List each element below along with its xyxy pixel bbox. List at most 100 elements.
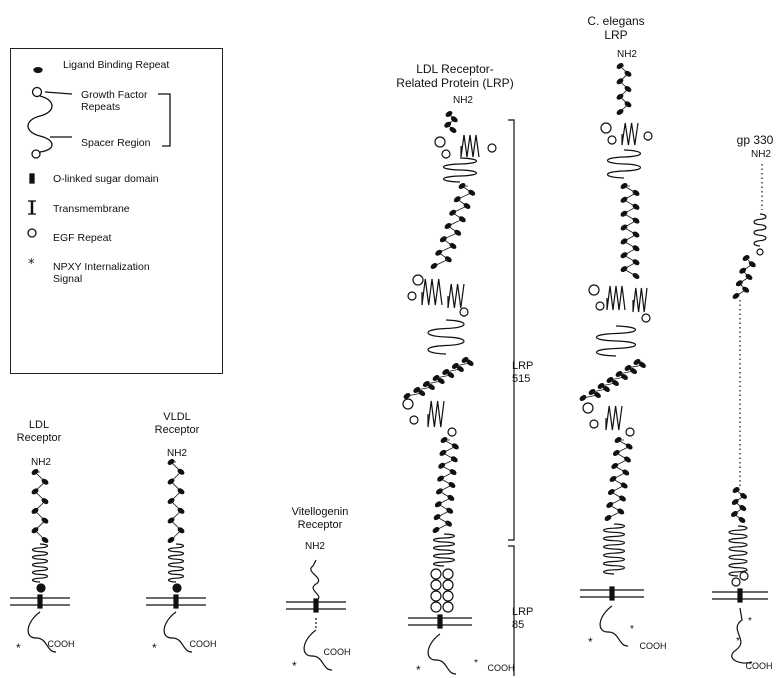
celegans-backbone xyxy=(582,361,644,399)
celegans-egf-repeat xyxy=(607,135,617,145)
legend-npxy-label: NPXY Internalization Signal xyxy=(53,261,150,285)
celegans-growth-repeat xyxy=(606,149,642,179)
gp330-backbone xyxy=(733,489,745,521)
lrp-egf-cluster xyxy=(421,278,443,306)
lrp-egf-repeat xyxy=(412,274,424,286)
celegans-nh2-label: NH2 xyxy=(616,49,637,60)
celegans-egf-repeat xyxy=(582,402,594,414)
lrp-transmembrane xyxy=(437,614,443,629)
vldl-npxy-signal: * xyxy=(152,641,157,655)
celegans-egf-cluster xyxy=(606,285,626,311)
gp330-egf-repeat xyxy=(731,577,741,587)
celegans-egf-repeat xyxy=(600,122,612,134)
gp330-cytoplasmic-tail xyxy=(731,607,753,664)
vldl-cytoplasmic-tail xyxy=(163,611,193,653)
vldl-cooh-label: COOH xyxy=(189,639,217,649)
lrp-npxy-signal: * xyxy=(416,663,421,677)
legend-egf-icon xyxy=(27,228,37,238)
gp330-npxy-signal: * xyxy=(736,636,740,647)
legend-growth-label: Growth Factor Repeats xyxy=(81,89,148,113)
celegans-npxy-signal: * xyxy=(630,624,634,635)
celegans-egf-repeat xyxy=(588,284,600,296)
gp330-npxy-signal: * xyxy=(748,616,752,627)
gp330-transmembrane xyxy=(737,588,743,603)
celegans-cooh-label: COOH xyxy=(639,641,667,651)
celegans-egf-repeat xyxy=(641,313,651,323)
lrp-egf-repeat xyxy=(459,307,469,317)
ldl-transmembrane xyxy=(37,594,43,609)
vitellogenin-transmembrane xyxy=(313,598,319,613)
lrp-backbone xyxy=(433,185,473,267)
lrp-backbone xyxy=(435,439,457,531)
lrp-growth-repeat xyxy=(432,533,456,567)
lrp-egf-cluster xyxy=(427,400,445,428)
ldl-cytoplasmic-tail xyxy=(27,611,57,653)
legend-npxy-icon: * xyxy=(28,257,35,272)
lrp-egf-repeat xyxy=(430,590,442,602)
ldl-nh2-label: NH2 xyxy=(30,457,51,468)
vitellogenin-npxy-signal: * xyxy=(292,659,297,673)
vldl-backbone xyxy=(170,461,182,541)
lrp-egf-repeat xyxy=(402,398,414,410)
ldl-backbone xyxy=(34,471,46,541)
legend-egf-label: EGF Repeat xyxy=(53,232,112,244)
lrp-egf-repeat xyxy=(442,579,454,591)
lrp-egf-repeat xyxy=(442,590,454,602)
lrp-egf-repeat xyxy=(430,579,442,591)
celegans-egf-repeat xyxy=(643,131,653,141)
lrp-egf-repeat xyxy=(442,568,454,580)
legend-olinked-icon xyxy=(29,173,35,184)
ldl-olinked-domain xyxy=(36,583,46,593)
legend-box: Ligand Binding Repeat Growth Factor Repe… xyxy=(10,48,223,374)
celegans-npxy-signal: * xyxy=(588,635,593,649)
vitellogenin-cytoplasmic-tail xyxy=(303,629,333,671)
gp330-growth-repeat xyxy=(728,525,748,577)
lrp-egf-repeat xyxy=(434,136,446,148)
vitellogenin-receptor-title: Vitellogenin Receptor xyxy=(291,506,349,531)
lrp-egf-repeat xyxy=(441,149,451,159)
lrp515-bracket xyxy=(508,119,515,541)
ldl-npxy-signal: * xyxy=(16,641,21,655)
ldl-receptor-title: LDL Receptor xyxy=(16,419,62,444)
lrp-ligand-repeat xyxy=(432,526,440,534)
legend-transmembrane-icon xyxy=(28,200,36,215)
lrp-backbone xyxy=(406,359,472,397)
vitellogenin-cooh-label: COOH xyxy=(323,647,351,657)
vldl-transmembrane xyxy=(173,594,179,609)
celegans-egf-repeat xyxy=(625,427,635,437)
ldl-growth-repeat xyxy=(31,543,49,583)
lrp-egf-repeat xyxy=(409,415,419,425)
gp330-title: gp 330 xyxy=(736,133,774,147)
lrp-title: LDL Receptor- Related Protein (LRP) xyxy=(396,62,514,90)
gp330-cooh-label: COOH xyxy=(745,661,773,671)
vldl-growth-repeat xyxy=(167,543,185,583)
celegans-backbone xyxy=(622,185,637,277)
lrp85-label: LRP 85 xyxy=(512,606,534,631)
vldl-olinked-domain xyxy=(172,583,182,593)
gp330-egf-repeat xyxy=(739,571,749,581)
lrp-egf-repeat xyxy=(430,601,442,613)
celegans-lrp-title: C. elegans LRP xyxy=(587,14,645,42)
celegans-backbone xyxy=(619,65,629,113)
lrp-npxy-signal: * xyxy=(474,658,478,669)
celegans-egf-repeat xyxy=(595,301,605,311)
gp330-growth-repeat xyxy=(753,213,767,247)
celegans-cytoplasmic-tail xyxy=(599,605,629,647)
lrp-egf-repeat xyxy=(407,291,417,301)
gp330-backbone xyxy=(735,257,753,297)
lrp-cytoplasmic-tail xyxy=(427,633,457,675)
celegans-growth-repeat xyxy=(595,325,637,357)
celegans-transmembrane xyxy=(609,586,615,601)
gp330-egf-repeat xyxy=(756,248,764,256)
legend-icons: * xyxy=(27,66,171,272)
lrp-egf-repeat xyxy=(487,143,497,153)
celegans-backbone xyxy=(607,439,631,519)
lrp-egf-repeat xyxy=(430,568,442,580)
lrp-growth-repeat xyxy=(442,157,478,183)
gp330-nh2-label: NH2 xyxy=(750,149,771,160)
legend-spacer-label: Spacer Region xyxy=(81,137,151,149)
lrp-egf-cluster xyxy=(447,283,465,309)
lrp-nh2-label: NH2 xyxy=(452,95,473,106)
celegans-growth-repeat xyxy=(602,523,626,575)
